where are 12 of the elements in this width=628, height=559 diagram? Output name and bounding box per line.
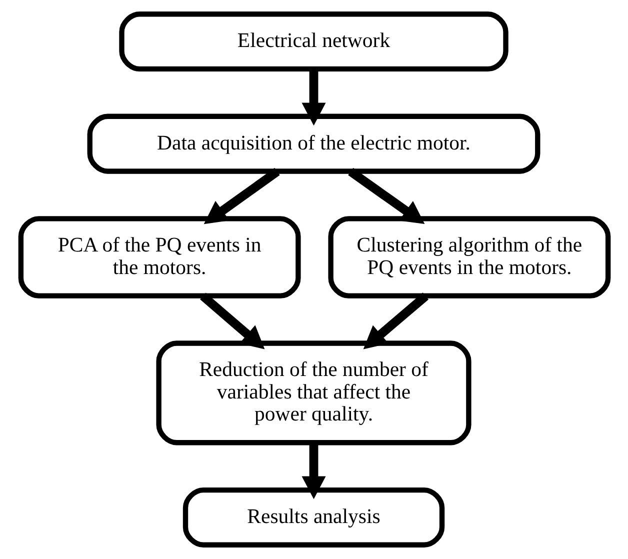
node-box: PCA of the PQ events in the motors. (18, 216, 300, 298)
node-box: Electrical network (118, 12, 508, 72)
node-box: Clustering algorithm of the PQ events in the motors. (328, 216, 610, 298)
node-box: Data acquisition of the electric motor. (86, 114, 540, 174)
arrow (348, 168, 424, 224)
arrow (203, 168, 280, 224)
arrow (301, 69, 326, 126)
node-box: Reduction of the number of variables that affect the power quality. (156, 340, 471, 446)
node-box: Results analysis (182, 487, 444, 548)
arrow (200, 292, 264, 350)
arrow (301, 443, 326, 500)
arrow (362, 292, 428, 350)
